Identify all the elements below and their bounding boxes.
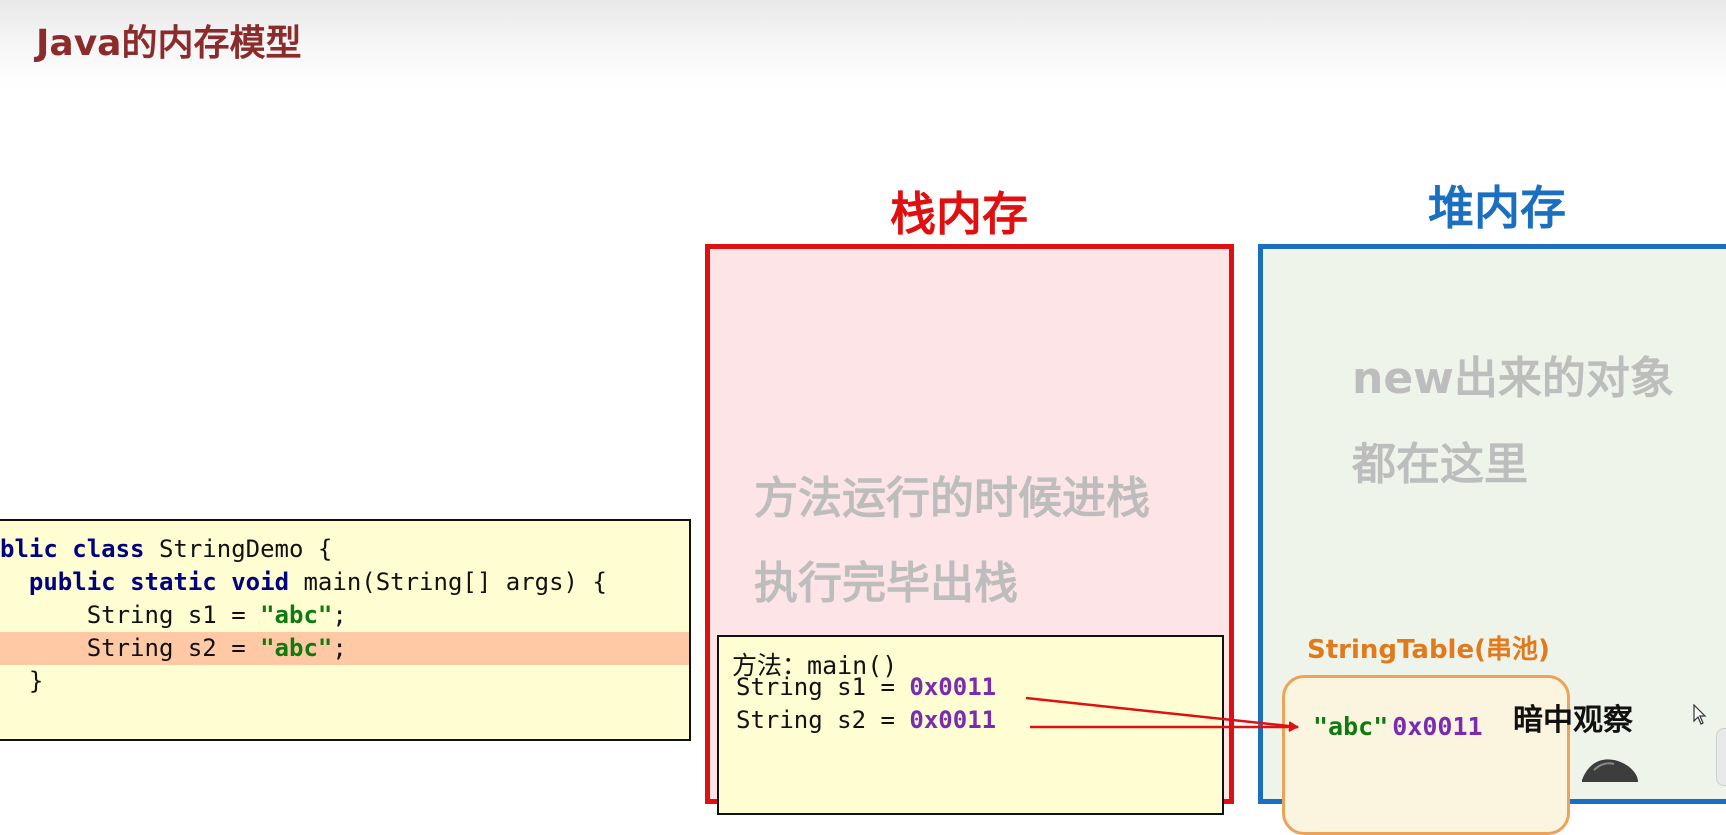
code-string: "abc": [260, 634, 333, 662]
frame-label-prefix: 方法：: [732, 651, 808, 680]
mouse-cursor-icon: [1693, 704, 1707, 725]
stack-title: 栈内存: [890, 187, 1028, 241]
frame-label-method: main(): [807, 651, 898, 680]
sticker-icon: [1582, 759, 1638, 782]
code-line-2: public static void main(String[] args) {: [0, 566, 689, 599]
frame-label: 方法：main(): [732, 646, 897, 682]
reference-arrows: [1025, 696, 1299, 732]
pool-entry-value: "abc": [1313, 712, 1389, 741]
code-text: String s1 =: [0, 601, 261, 629]
code-keyword: void: [231, 568, 290, 596]
heap-desc-line-1: new出来的对象: [1352, 353, 1674, 404]
code-keyword: public: [28, 568, 131, 596]
code-text: ;: [332, 601, 347, 629]
code-text: main(String[] args) {: [289, 568, 607, 596]
frame-var-address: 0x0011: [909, 673, 997, 701]
pool-entry-address: 0x0011: [1392, 712, 1483, 741]
string-pool-entry: "abc"0x0011: [1313, 712, 1483, 741]
code-text: StringDemo {: [144, 535, 333, 563]
frame-var-address: 0x0011: [909, 706, 997, 734]
code-keyword: blic: [0, 535, 73, 563]
code-line-1: blic class StringDemo {: [0, 533, 689, 566]
code-line-5: }: [0, 667, 44, 695]
heap-desc-line-2: 都在这里: [1352, 439, 1528, 490]
page-title: Java的内存模型: [36, 23, 302, 64]
stack-desc-line-2: 执行完毕出栈: [754, 558, 1018, 609]
stack-desc-line-1: 方法运行的时候进栈: [754, 473, 1150, 524]
code-line-3: String s1 = "abc";: [0, 599, 689, 632]
header-band: [0, 0, 1726, 90]
code-panel: blic class StringDemo { public static vo…: [0, 519, 691, 741]
frame-var-decl: String s1 =: [736, 673, 910, 701]
frame-var-s1: String s1 = 0x0011: [736, 673, 996, 701]
code-text: ;: [332, 634, 347, 662]
string-pool-title: StringTable(串池): [1307, 635, 1550, 665]
frame-var-s2: String s2 = 0x0011: [736, 706, 996, 734]
arrow-s1-to-pool: [1025, 696, 1299, 732]
code-string: "abc": [260, 601, 333, 629]
frame-var-decl: String s2 =: [736, 706, 910, 734]
code-keyword: class: [72, 535, 145, 563]
heap-title: 堆内存: [1428, 181, 1566, 235]
code-keyword: static: [130, 568, 232, 596]
observer-label: 暗中观察: [1513, 703, 1633, 738]
side-scroll-handle[interactable]: [1716, 728, 1726, 786]
code-text: String s2 =: [0, 634, 261, 662]
code-line-4-highlighted: String s2 = "abc";: [0, 632, 689, 665]
